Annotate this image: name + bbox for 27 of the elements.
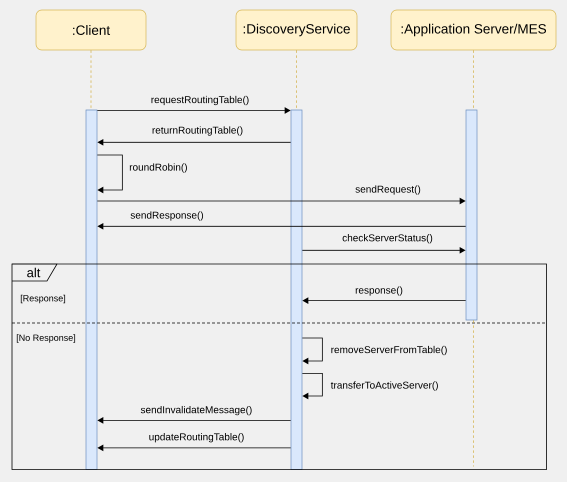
guard-label: [No Response] [16, 334, 76, 343]
message-label: transferToActiveServer() [330, 380, 440, 392]
message-label: sendResponse() [129, 210, 205, 222]
lifeline [90, 50, 92, 110]
message-label: updateRoutingTable() [148, 432, 246, 444]
message-label: roundRobin() [128, 162, 189, 174]
lifeline [473, 320, 474, 467]
activation-bar [86, 110, 98, 470]
message-label: checkServerStatus() [341, 233, 434, 244]
participant-box: :DiscoveryService [236, 10, 358, 50]
message-label: removeServerFromTable() [330, 344, 448, 356]
self-message-arrow [96, 154, 123, 194]
self-message-arrow [302, 373, 323, 400]
message-label: sendRequest() [354, 184, 422, 196]
participant-box: :Client [36, 10, 146, 50]
activation-bar [290, 110, 302, 470]
message-label: sendInvalidateMessage() [140, 404, 254, 416]
message-label: returnRoutingTable() [150, 125, 244, 137]
participant-box: :Application Server/MES [390, 10, 556, 50]
message-label: requestRoutingTable() [150, 94, 250, 106]
fragment-tab: alt [12, 264, 58, 282]
guard-label: [Response] [20, 294, 66, 304]
lifeline [296, 50, 297, 110]
self-message-arrow [302, 338, 323, 364]
lifeline [473, 50, 474, 110]
message-label: response() [354, 285, 404, 297]
activation-bar [466, 110, 478, 320]
